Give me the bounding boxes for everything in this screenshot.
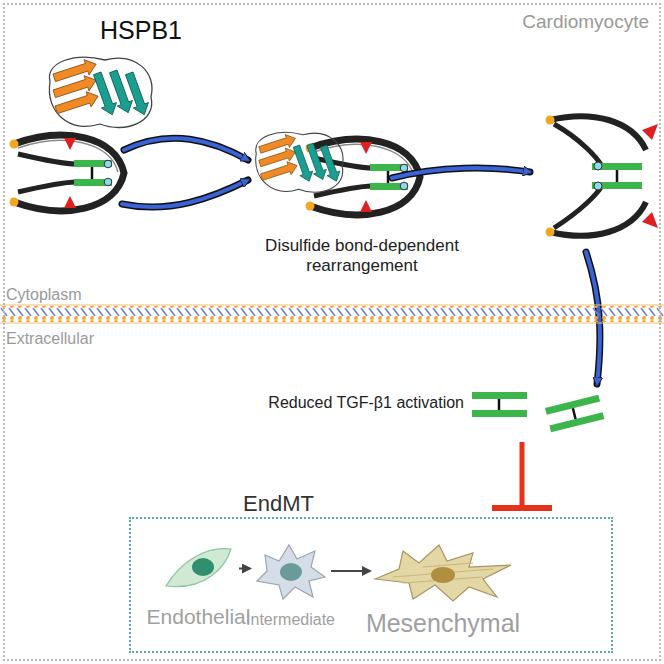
illustration-part xyxy=(166,549,231,587)
text-label: Extracellular xyxy=(6,330,94,348)
illustration-part xyxy=(594,162,602,170)
cell-icon: Intermediate xyxy=(253,541,328,601)
illustration-part xyxy=(546,228,555,237)
illustration-part xyxy=(554,124,602,166)
illustration-part xyxy=(545,395,604,433)
node-label: Mesenchymal xyxy=(366,609,520,638)
illustration-part xyxy=(375,545,511,601)
cell-shape xyxy=(161,541,236,596)
illustration-part xyxy=(124,138,248,160)
illustration-part xyxy=(573,408,576,419)
illustration-part xyxy=(431,567,455,583)
text-label: Cytoplasm xyxy=(6,286,82,304)
text-label: Reduced TGF-β1 activation xyxy=(268,394,464,412)
illustration-part xyxy=(192,558,214,576)
illustration-part xyxy=(0,323,664,324)
illustration-part xyxy=(594,182,602,190)
illustration-part xyxy=(280,563,302,581)
node-label: Endothelial xyxy=(147,605,251,629)
illustration-part xyxy=(392,168,530,178)
illustration-part xyxy=(256,132,343,192)
cell-shape xyxy=(253,541,328,601)
cell-icon: Endothelial xyxy=(161,541,236,596)
node-label: Intermediate xyxy=(246,611,335,629)
flow-arrow xyxy=(239,568,250,570)
illustration-part xyxy=(0,305,664,306)
illustration-part xyxy=(492,505,552,511)
illustration-part xyxy=(124,138,248,160)
node-label: Cardiomyocyte xyxy=(522,11,649,33)
text-label: Disulfide bond-dependent rearrangement xyxy=(262,236,462,275)
process-box: EndMTEndothelialIntermediateMesenchymal xyxy=(129,517,613,653)
illustration-part xyxy=(546,116,555,125)
illustration-part xyxy=(520,442,525,506)
illustration-part xyxy=(49,57,152,128)
cell-shape xyxy=(373,539,513,604)
cell-frame: CardiomyocyteEndMTEndothelialIntermediat… xyxy=(3,3,661,661)
cell-icon: Mesenchymal xyxy=(373,539,513,604)
illustration-part xyxy=(392,168,530,178)
illustration-part xyxy=(546,116,659,237)
illustration-part xyxy=(554,186,602,228)
illustration-part xyxy=(498,399,501,410)
illustration-part xyxy=(592,163,642,170)
illustration-part xyxy=(0,306,664,322)
illustration-part xyxy=(122,138,600,384)
text-label: HSPB1 xyxy=(100,16,182,45)
node-label: EndMT xyxy=(243,491,314,516)
flow-arrow xyxy=(331,570,370,572)
illustration-part xyxy=(592,182,642,189)
illustration-part xyxy=(616,170,619,182)
illustration-part xyxy=(393,563,493,583)
illustration-part xyxy=(472,410,527,417)
illustration-part xyxy=(642,212,658,228)
illustration-part xyxy=(472,392,527,417)
illustration-part xyxy=(257,545,325,599)
illustration-part xyxy=(472,392,527,399)
illustration-part xyxy=(10,135,125,210)
illustration-part xyxy=(549,412,604,432)
illustration-part xyxy=(122,180,248,207)
illustration-part xyxy=(122,180,248,207)
illustration-part xyxy=(642,124,658,140)
